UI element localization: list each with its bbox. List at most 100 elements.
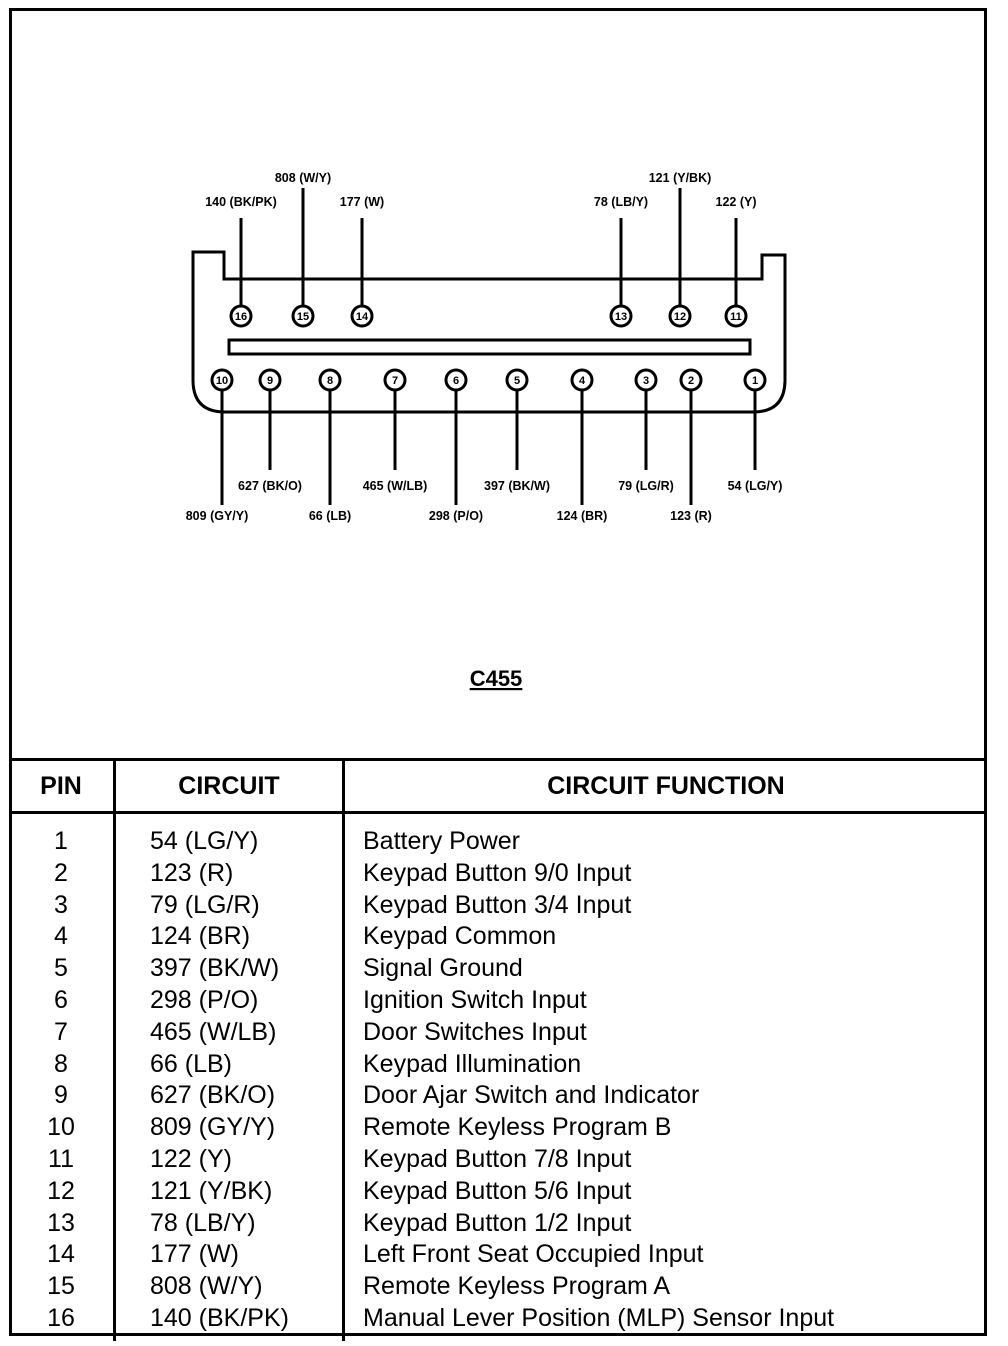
pin-number: 10 [216,375,228,387]
pin-9: 9 627 (BK/O) [238,368,302,493]
wire-label: 140 (BK/PK) [205,195,277,209]
wire-label: 809 (GY/Y) [186,509,249,523]
function-cell: Remote Keyless Program A [363,1272,671,1301]
function-cell: Keypad Button 3/4 Input [363,890,632,919]
wire-label: 122 (Y) [716,195,757,209]
pin-cell: 3 [9,889,116,922]
pin-7: 7 465 (W/LB) [363,368,428,493]
circuit-cell: 140 (BK/PK) [114,1302,345,1341]
function-cell: Left Front Seat Occupied Input [363,1240,704,1269]
header-pin: PIN [9,758,116,814]
header-circuit-function: CIRCUIT FUNCTION [343,758,987,814]
circuit-cell: 627 (BK/O) [114,1080,345,1113]
wire-label: 123 (R) [670,509,712,523]
pin-circle [634,368,658,392]
pin-number: 11 [730,311,742,323]
wire-label: 54 (LG/Y) [728,479,783,493]
pin-number: 2 [688,375,694,387]
pin-16: 16 140 (BK/PK) [205,195,277,328]
pin-cell: 15 [9,1271,116,1303]
function-cell: Keypad Button 9/0 Input [363,858,632,887]
function-cell: Signal Ground [363,954,523,983]
function-cell: Manual Lever Position (MLP) Sensor Input [363,1303,835,1332]
circuit-cell: 79 (LG/R) [114,889,345,922]
function-cell: Keypad Button 1/2 Input [363,1208,632,1237]
wire-label: 627 (BK/O) [238,479,302,493]
circuit-cell: 177 (W) [114,1239,345,1272]
function-cell: Keypad Button 5/6 Input [363,1176,632,1205]
circuit-cell: 122 (Y) [114,1143,345,1176]
pin-circle [570,368,594,392]
pin-circle [743,368,767,392]
pin-number: 1 [752,375,758,387]
circuit-cell: 397 (BK/W) [114,953,345,985]
pin-number: 15 [297,311,309,323]
page-border [9,8,987,1336]
pin-circle [210,368,234,392]
circuit-cell: 123 (R) [114,857,345,890]
pin-circle [609,304,633,328]
circuit-cell: 465 (W/LB) [114,1016,345,1049]
wire-label: 66 (LB) [309,509,351,523]
wire-label: 808 (W/Y) [275,171,331,185]
pin-number: 13 [615,311,627,323]
pin-number: 16 [235,311,247,323]
circuit-cell: 124 (BR) [114,921,345,954]
wire-label: 465 (W/LB) [363,479,428,493]
wire-label: 397 (BK/W) [484,479,550,493]
pin-cell: 8 [9,1048,116,1081]
pin-cell: 13 [9,1207,116,1240]
wire-label: 121 (Y/BK) [649,171,712,185]
bottom-row-pins: 10 809 (GY/Y) 9 627 (BK/O) 866 (LB) 7 465 (W/L… [186,368,783,523]
pin-circle [258,368,282,392]
function-cell: Door Ajar Switch and Indicator [363,1081,700,1110]
pin-circle [229,304,253,328]
circuit-cell: 78 (LB/Y) [114,1207,345,1240]
pin-circle [350,304,374,328]
pin-8: 866 (LB) [309,368,351,523]
pin-cell: 12 [9,1175,116,1208]
pin-cell: 5 [9,953,116,985]
pin-number: 5 [514,375,520,387]
pin-cell: 1 [9,812,116,858]
pin-cell: 2 [9,857,116,890]
pin-number: 3 [643,375,649,387]
pin-number: 7 [392,375,398,387]
pin-number: 9 [267,375,273,387]
pin-12: 12 121 (Y/BK) [649,171,712,328]
pin-number: 12 [674,311,686,323]
pin-cell: 10 [9,1112,116,1144]
circuit-cell: 808 (W/Y) [114,1271,345,1303]
circuit-cell: 298 (P/O) [114,984,345,1017]
circuit-cell: 54 (LG/Y) [114,812,345,858]
pin-circle [318,368,342,392]
pin-cell: 11 [9,1143,116,1176]
function-cell: Ignition Switch Input [363,985,587,1014]
pin-15: 15 808 (W/Y) [275,171,331,328]
pin-cell: 6 [9,984,116,1017]
function-cell: Battery Power [363,827,521,855]
pin-circle [505,368,529,392]
wire-label: 79 (LG/R) [618,479,674,493]
pin-11: 11 122 (Y) [716,195,757,328]
